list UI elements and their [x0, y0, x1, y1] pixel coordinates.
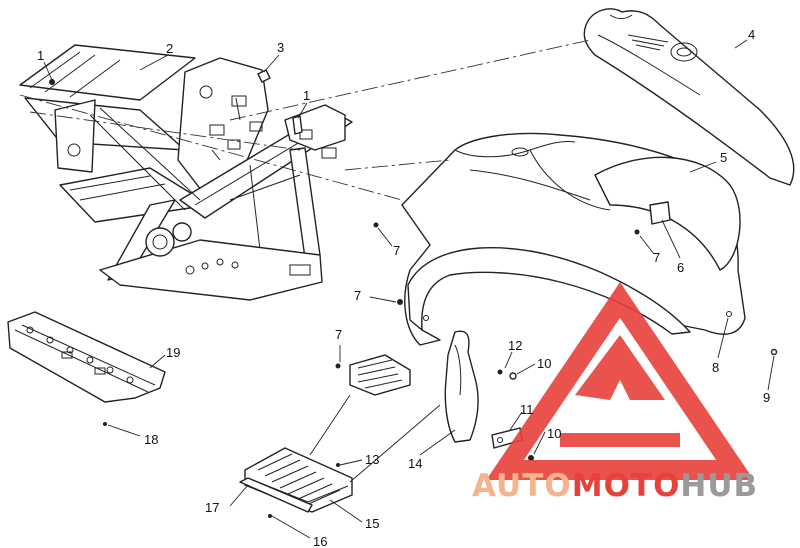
alignment-lines — [19, 39, 591, 201]
callout-1-right: 1 — [303, 88, 310, 103]
callout-3: 3 — [277, 40, 284, 55]
callout-12: 12 — [508, 338, 522, 353]
callout-19: 19 — [166, 345, 180, 360]
callout-6: 6 — [677, 260, 684, 275]
watermark-part3: HUB — [680, 468, 758, 504]
callout-16: 16 — [313, 534, 327, 548]
callout-4: 4 — [748, 27, 755, 42]
skid-plate-part-19 — [7, 311, 166, 403]
callout-10-upper: 10 — [537, 356, 551, 371]
footrest-part-15 — [244, 447, 353, 513]
callout-5: 5 — [720, 150, 727, 165]
watermark-part2: MOTO — [572, 468, 681, 504]
callout-15: 15 — [365, 516, 379, 531]
callout-17: 17 — [205, 500, 219, 515]
callout-labels: 1 2 3 1 4 5 7 7 6 7 19 7 12 10 8 9 18 11… — [37, 27, 770, 548]
callout-13: 13 — [365, 452, 379, 467]
triangle-a-logo — [486, 282, 754, 480]
callout-8: 8 — [712, 360, 719, 375]
front-rack-part-4 — [583, 8, 795, 186]
mud-flap-part-14 — [444, 330, 479, 443]
callout-10-lower: 10 — [547, 426, 561, 441]
footrest-bracket — [349, 354, 411, 396]
watermark-text: AUTOMOTOHUB — [472, 468, 758, 504]
callout-1-left: 1 — [37, 48, 44, 63]
frame-assembly — [19, 44, 353, 301]
callout-7-lower: 7 — [335, 327, 342, 342]
callout-11: 11 — [520, 402, 534, 417]
bolt-1-left — [49, 79, 55, 85]
watermark-part1: AUTO — [472, 468, 572, 504]
callout-7-upper: 7 — [393, 243, 400, 258]
front-fender-part-5 — [401, 132, 746, 346]
footrest-rail-part-17 — [239, 477, 313, 513]
callout-7-right: 7 — [653, 250, 660, 265]
callout-7-left: 7 — [354, 288, 361, 303]
callout-2: 2 — [166, 41, 173, 56]
fasteners — [103, 222, 778, 518]
callout-14: 14 — [408, 456, 422, 471]
leader-lines — [43, 39, 775, 539]
callout-9: 9 — [763, 390, 770, 405]
callout-18: 18 — [144, 432, 158, 447]
